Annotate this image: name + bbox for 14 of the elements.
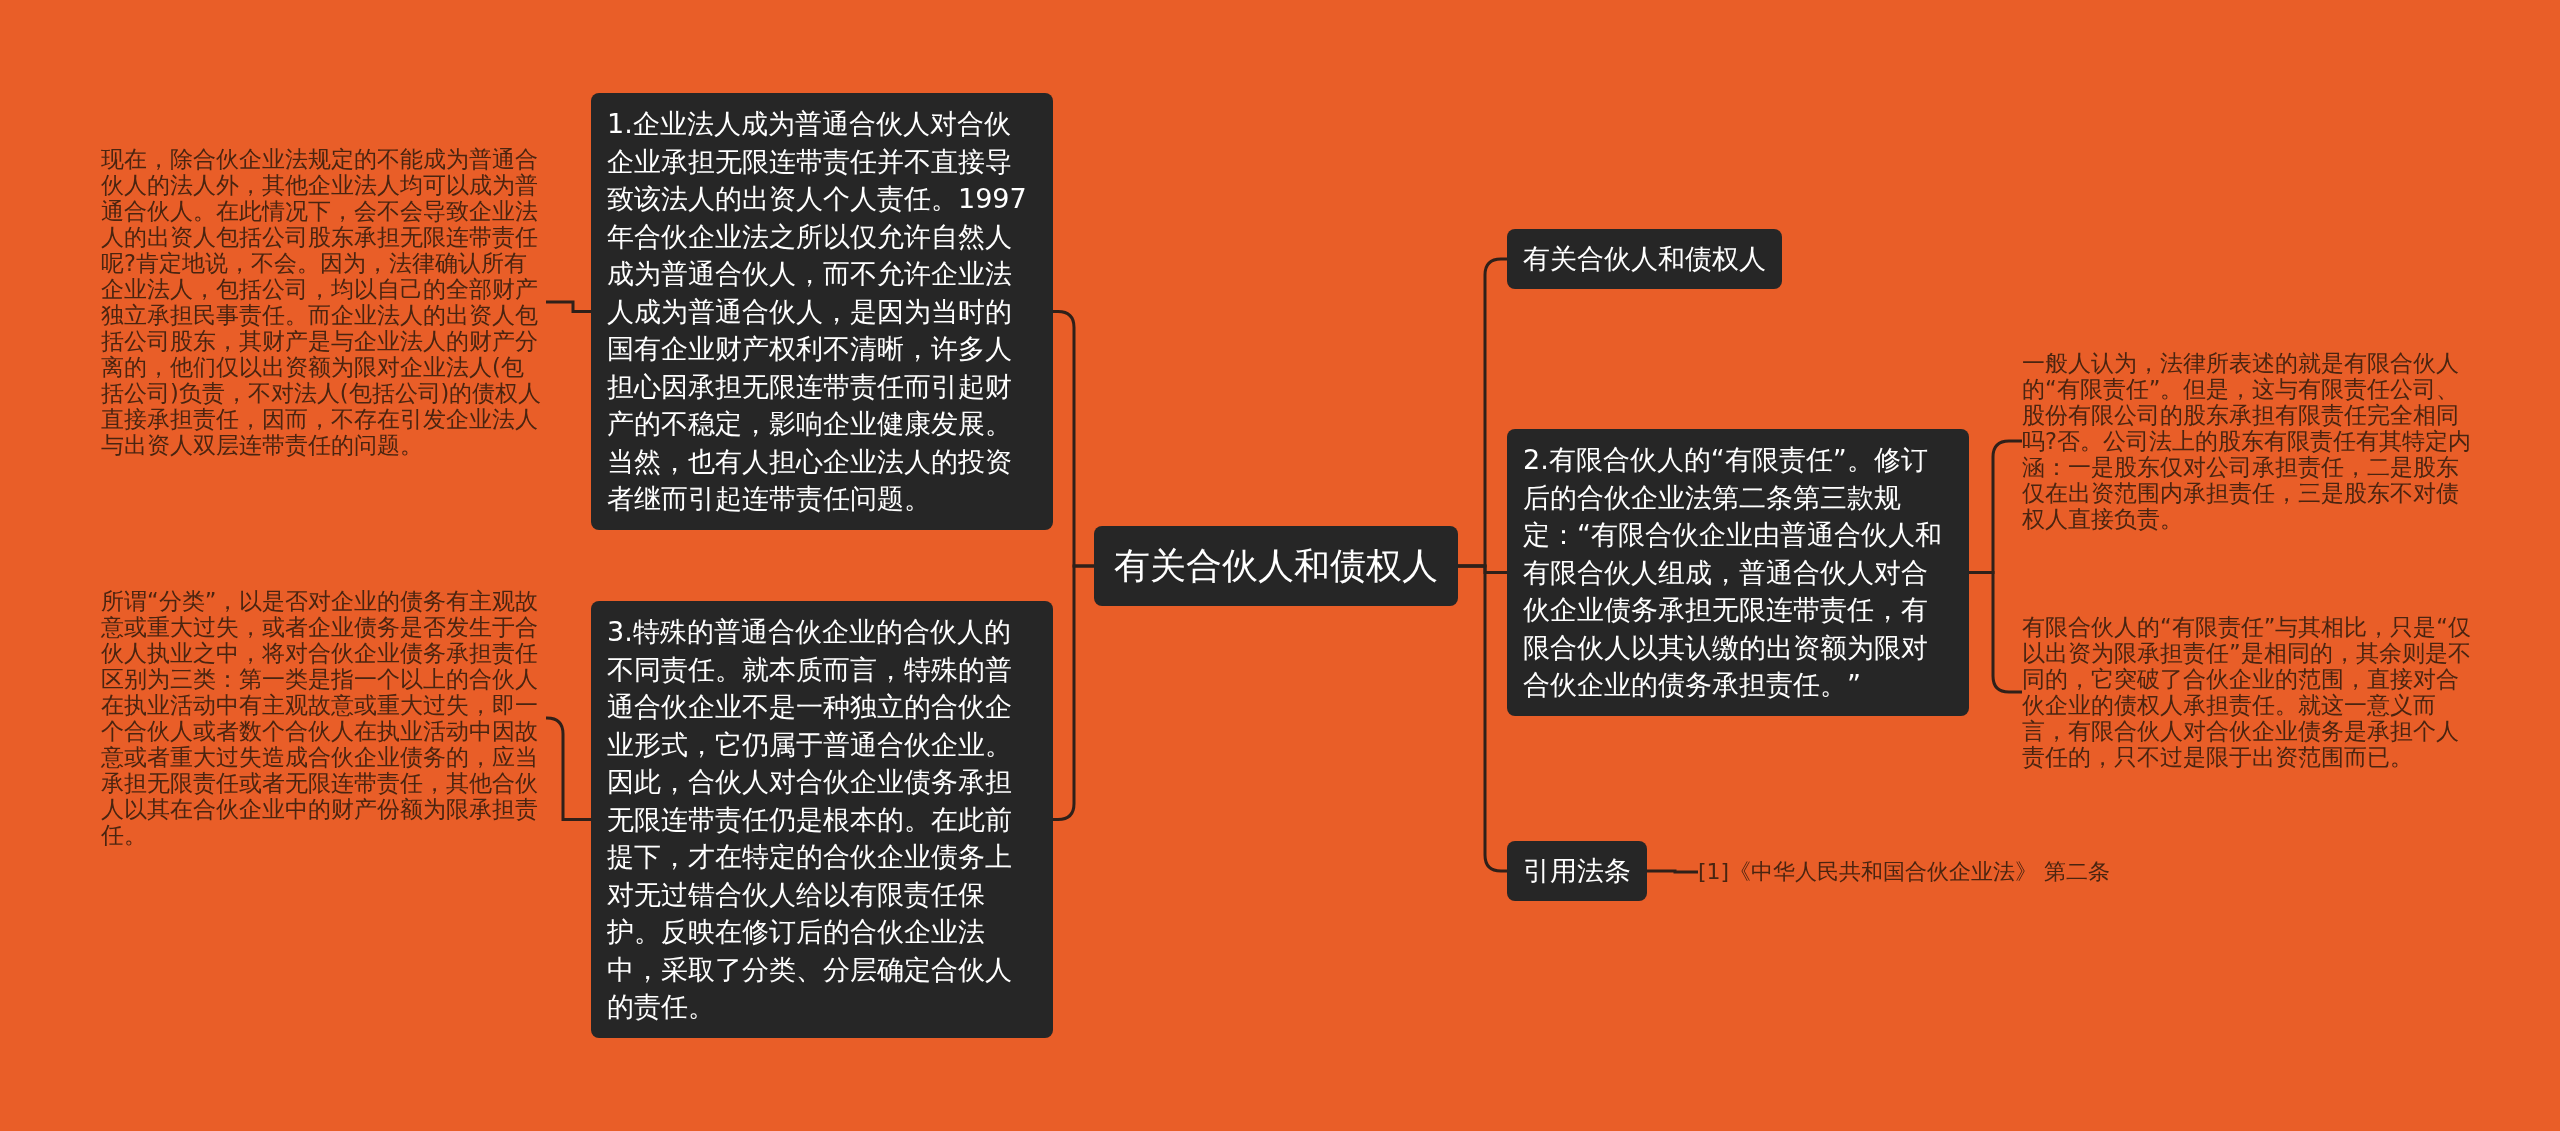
- connector-line: [1053, 564, 1094, 821]
- citation-text: [1]《中华人民共和国合伙企业法》 第二条: [1698, 858, 2111, 886]
- note-text: 所谓“分类”，以是否对企业的债务有主观故意或重大过失，或者企业债务是否发生于合伙人执业之中，将对合伙企业债务承担责任区别为三类：第一类是指一个以上的合伙人在执业活动中有主观故意或重大过失，即一个合伙人或者数个合伙人在执业活动中因故意或者重大过失造成合伙企业债务的，应当承担无限责任或者无限连带责任，其他合伙人以其在合伙企业中的财产份额为限承担责任。: [101, 588, 546, 848]
- note-text: 有限合伙人的“有限责任”与其相比，只是“仅以出资为限承担责任”是相同的，其余则是不同的，它突破了合伙企业的范围，直接对合伙企业的债权人承担责任。就这一意义而言，有限合伙人对合伙企业债务是承担个人责任的，只不过是限于出资范围而已。: [2022, 614, 2472, 770]
- note-text: 一般人认为，法律所表述的就是有限合伙人的“有限责任”。但是，这与有限责任公司、股份有限公司的股东承担有限责任完全相同吗?否。公司法上的股东有限责任有其特定内涵：一是股东仅对公司承担责任，二是股东仅在出资范围内承担责任，三是股东不对债权人直接负责。: [2022, 350, 2472, 532]
- note-text: 现在，除合伙企业法规定的不能成为普通合伙人的法人外，其他企业法人均可以成为普通合伙人。在此情况下，会不会导致企业法人的出资人包括公司股东承担无限连带责任呢?肯定地说，不会。因为，法律确认所有企业法人，包括公司，均以自己的全部财产独立承担民事责任。而企业法人的出资人包括公司股东，其财产是与企业法人的财产分离的，他们仅以出资额为限对企业法人(包括公司)负责，不对法人(包括公司)的债权人直接承担责任，因而，不存在引发企业法人与出资人双层连带责任的问题。: [101, 146, 546, 458]
- topic-box: 1.企业法人成为普通合伙人对合伙企业承担无限连带责任并不直接导致该法人的出资人个人责任。1997年合伙企业法之所以仅允许自然人成为普通合伙人，而不允许企业法人成为普通合伙人，是因为当时的国有企业财产权利不清晰，许多人担心因承担无限连带责任而引起财产的不稳定，影响企业健康发展。当然，也有人担心企业法人的投资者继而引起连带责任问题。: [591, 93, 1053, 530]
- topic-box: 引用法条: [1507, 841, 1647, 901]
- topic-box: 3.特殊的普通合伙企业的合伙人的不同责任。就本质而言，特殊的普通合伙企业不是一种独立的合伙企业形式，它仍属于普通合伙企业。因此，合伙人对合伙企业债务承担无限连带责任仍是根本的。在此前提下，才在特定的合伙企业债务上对无过错合伙人给以有限责任保护。反映在修订后的合伙企业法中，采取了分类、分层确定合伙人的责任。: [591, 601, 1053, 1038]
- connector-line: [546, 300, 591, 313]
- topic-box: 2.有限合伙人的“有限责任”。修订后的合伙企业法第二条第三款规定：“有限合伙企业由普通合伙人和有限合伙人组成，普通合伙人对合伙企业债务承担无限连带责任，有限合伙人以其认缴的出资额为限对合伙企业的债务承担责任。”: [1507, 429, 1969, 716]
- topic-box: 有关合伙人和债权人: [1507, 229, 1782, 289]
- connector-line: [1647, 869, 1698, 874]
- topic-box: 有关合伙人和债权人: [1094, 526, 1458, 606]
